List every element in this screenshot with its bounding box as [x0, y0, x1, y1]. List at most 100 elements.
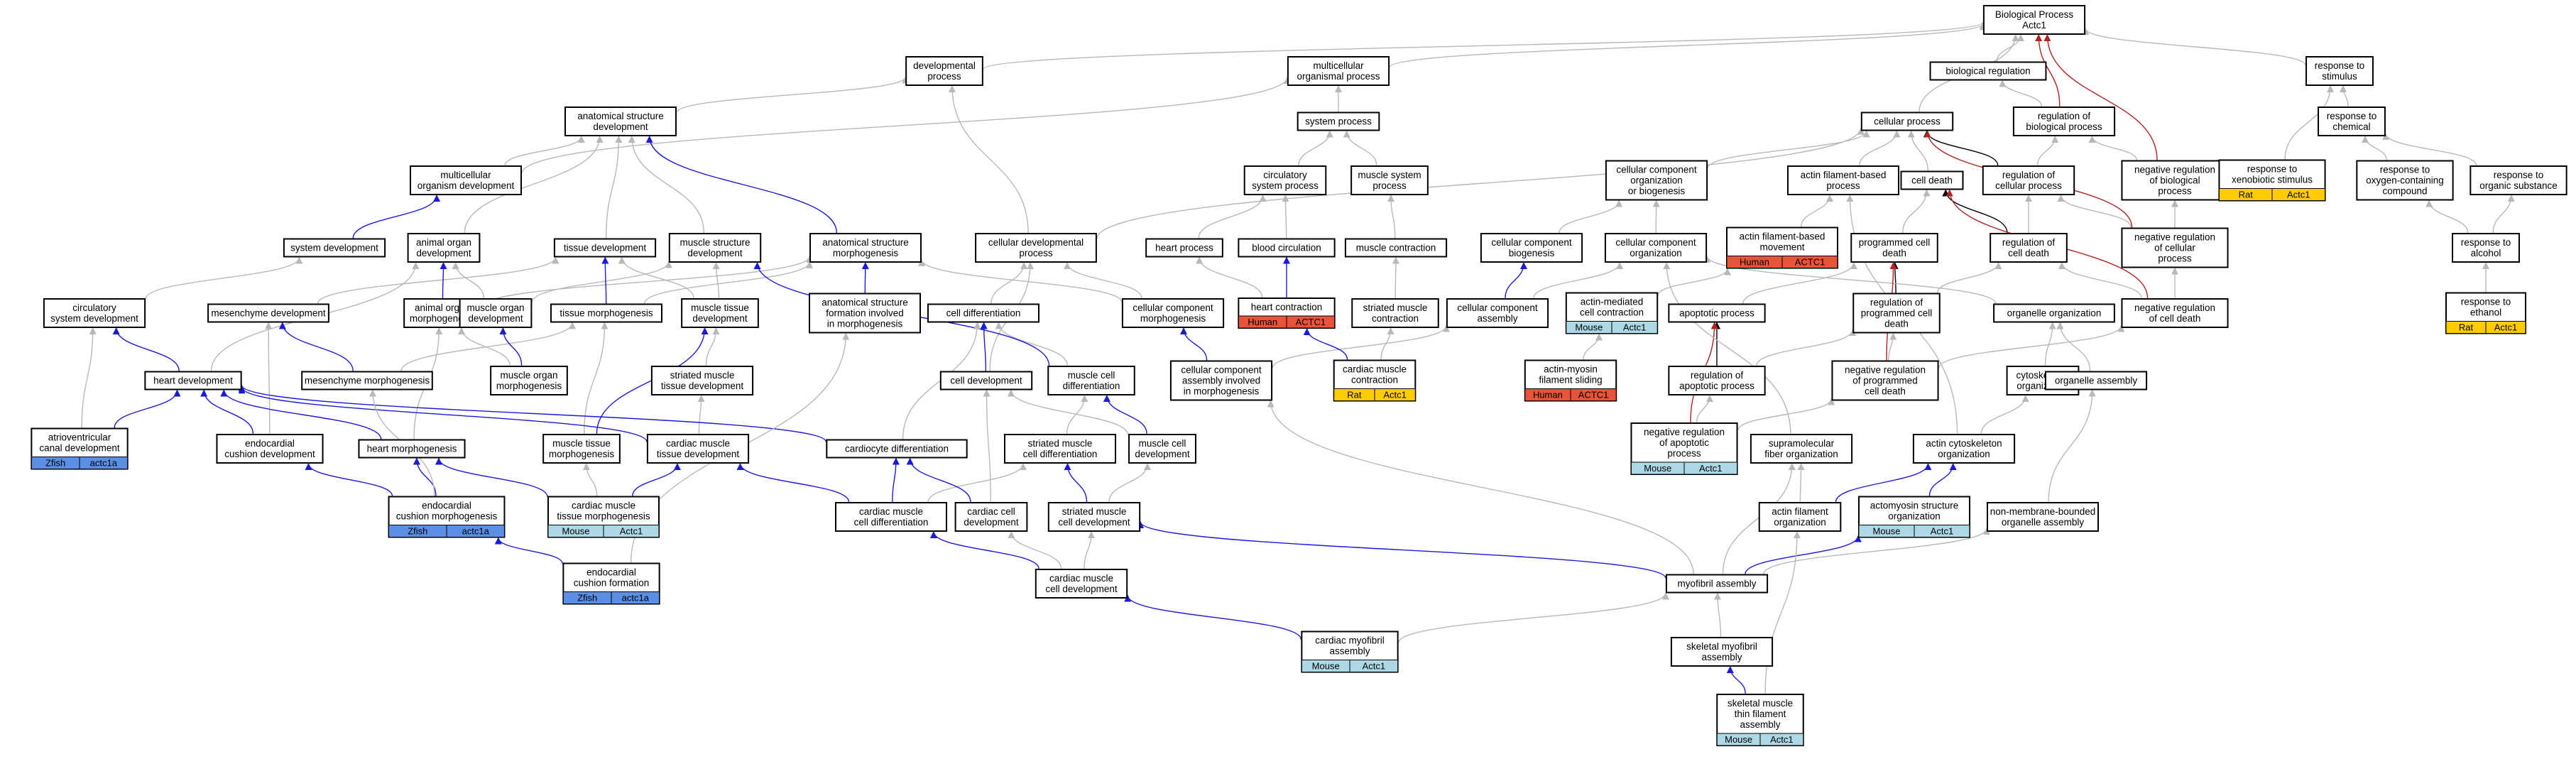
- go-term-node-hm[interactable]: heart morphogenesis: [358, 439, 466, 459]
- go-term-node-mesd[interactable]: mesenchyme development: [207, 303, 329, 323]
- go-term-node-orgo[interactable]: organelle organization: [1993, 303, 2115, 323]
- node-label-line: muscle organ: [500, 370, 557, 381]
- go-term-node-mesm[interactable]: mesenchyme morphogenesis: [301, 371, 433, 391]
- node-label-line: system process: [1305, 116, 1372, 127]
- edge-smtfa-to-smya-part-of: [1726, 666, 1746, 694]
- go-term-node-orga[interactable]: organelle assembly: [2044, 371, 2148, 391]
- go-term-node-apop[interactable]: apoptotic process: [1668, 303, 1766, 323]
- go-term-node-tisd[interactable]: tissue development: [553, 238, 657, 258]
- go-term-node-sysd[interactable]: system development: [283, 238, 386, 258]
- go-term-node-heartd[interactable]: heart development: [144, 371, 242, 391]
- go-term-node-cellp[interactable]: cellular process: [1860, 111, 1954, 131]
- go-term-node-sysp[interactable]: system process: [1297, 111, 1380, 131]
- go-term-node-breg[interactable]: biological regulation: [1929, 61, 2047, 81]
- edge-smcdev-to-mcdev-is-a: [1108, 463, 1151, 503]
- go-term-node-tism[interactable]: tissue morphogenesis: [550, 303, 662, 323]
- node-box: [1929, 61, 2047, 81]
- go-term-node-musclec[interactable]: muscle contraction: [1344, 238, 1448, 258]
- go-term-node-celldeath[interactable]: cell death: [1900, 170, 1964, 190]
- go-term-node-celldev[interactable]: cell development: [939, 371, 1033, 391]
- go-term-node-celldiff[interactable]: cell differentiation: [927, 303, 1039, 323]
- go-term-node-heartp[interactable]: heart process: [1145, 238, 1223, 258]
- node-label-line: negative regulation: [1644, 427, 1725, 437]
- node-label-line: Biological Process: [1995, 9, 2074, 20]
- go-term-node-bloodc[interactable]: blood circulation: [1238, 238, 1336, 258]
- node-box: [1831, 360, 1939, 401]
- go-term-node-cardiod[interactable]: cardiocyte differentiation: [826, 439, 968, 459]
- go-term-node-myo[interactable]: myofibril assembly: [1665, 574, 1769, 594]
